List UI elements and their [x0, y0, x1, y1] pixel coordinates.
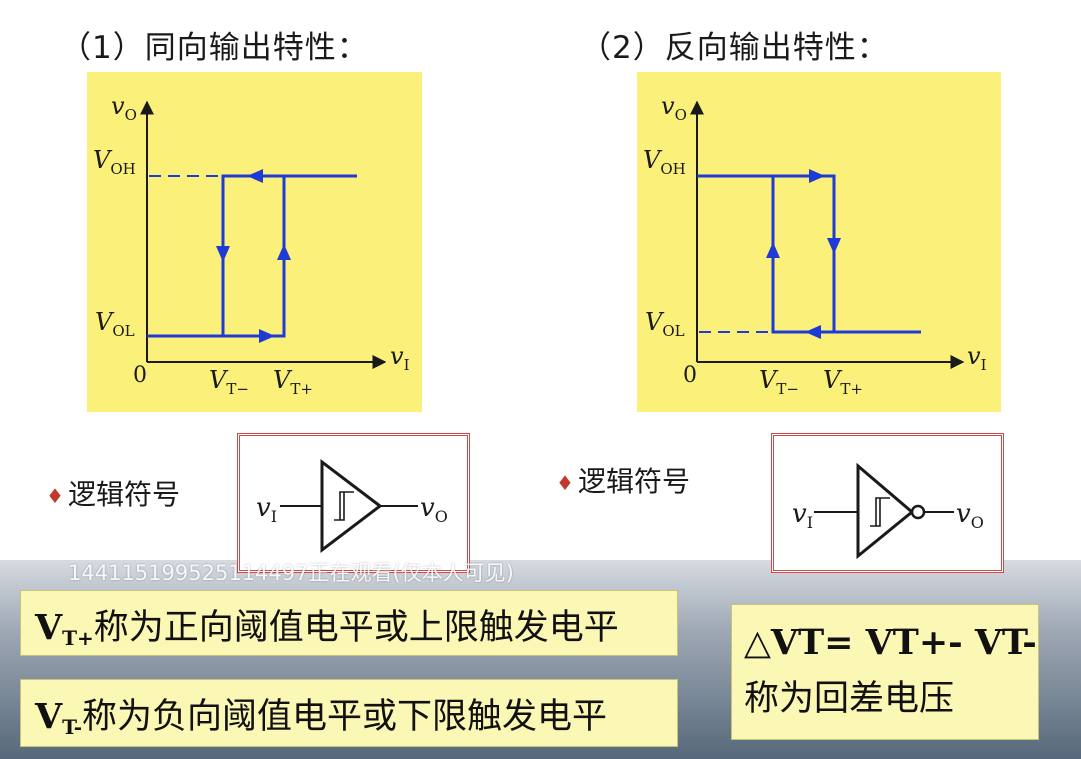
origin-label: 0: [133, 363, 147, 388]
axis-x-label: vI: [390, 342, 410, 374]
plot-inverting: vO VOH VOL 0 vI VT− VT+: [637, 72, 1001, 412]
upper-branch: [221, 174, 357, 336]
arrow-right-high: [809, 169, 825, 183]
schmitt-inverter-symbol: vI vO: [792, 462, 984, 560]
axis-x-label: vI: [967, 342, 987, 374]
heading-noninverting: （1）同向输出特性：: [60, 30, 369, 66]
viewer-watermark: 14411519952511449​7正在观看(仅本人可见): [68, 561, 514, 585]
logic-symbol-label-right: ♦逻辑符号: [556, 465, 690, 498]
delta-formula: △VT= VT+- VT-: [744, 622, 1037, 663]
vt-plus-symbol: VT+: [35, 607, 94, 650]
callout-vt-minus: VT-称为负向阈值电平或下限触发电平: [20, 679, 678, 747]
svg-text:vI: vI: [792, 499, 813, 532]
arrow-left-high: [247, 169, 263, 183]
logic-box-inverting: vI vO: [771, 433, 1004, 573]
lower-branch: [147, 174, 357, 338]
lower-branch: [771, 176, 921, 334]
plot-noninverting: vO VOH VOL 0 vI VT− VT+: [87, 72, 422, 412]
diamond-bullet-icon: ♦: [556, 471, 574, 495]
logic-symbol-label-left: ♦逻辑符号: [46, 478, 180, 511]
vol-label: VOL: [645, 308, 685, 340]
arrow-down: [216, 246, 230, 262]
callout-vt-plus: VT+称为正向阈值电平或上限触发电平: [20, 590, 678, 656]
arrow-down: [827, 238, 841, 254]
vt-minus-label: VT−: [759, 366, 799, 398]
svg-text:vO: vO: [956, 499, 984, 532]
upper-branch: [697, 174, 921, 334]
vt-minus-symbol: VT-: [35, 696, 83, 739]
svg-text:vI: vI: [256, 493, 277, 526]
delta-description: 称为回差电压: [744, 679, 955, 719]
axis-y-label: vO: [111, 92, 137, 124]
vt-minus-label: VT−: [209, 366, 249, 398]
diamond-bullet-icon: ♦: [46, 484, 64, 508]
heading-inverting: （2）反向输出特性：: [580, 30, 889, 66]
voh-label: VOH: [93, 146, 136, 178]
voh-label: VOH: [643, 146, 686, 178]
axis-y-label: vO: [661, 92, 687, 124]
hysteresis-chart-noninverting: vO VOH VOL 0 vI VT− VT+: [93, 92, 410, 398]
vt-plus-label: VT+: [823, 366, 863, 398]
schmitt-buffer-symbol: vI vO: [256, 458, 448, 554]
arrow-up: [766, 242, 780, 258]
vt-plus-label: VT+: [273, 366, 313, 398]
callout-hysteresis-voltage: △VT= VT+- VT- 称为回差电压: [731, 604, 1039, 740]
svg-text:vO: vO: [420, 493, 448, 526]
hysteresis-icon: [870, 497, 890, 527]
arrow-right-low: [259, 329, 275, 343]
arrow-up: [277, 244, 291, 260]
arrow-left-low: [805, 325, 821, 339]
hysteresis-icon: [334, 491, 354, 521]
logic-box-noninverting: vI vO: [237, 433, 470, 573]
hysteresis-chart-inverting: vO VOH VOL 0 vI VT− VT+: [643, 92, 987, 398]
vol-label: VOL: [95, 308, 135, 340]
origin-label: 0: [683, 363, 697, 388]
